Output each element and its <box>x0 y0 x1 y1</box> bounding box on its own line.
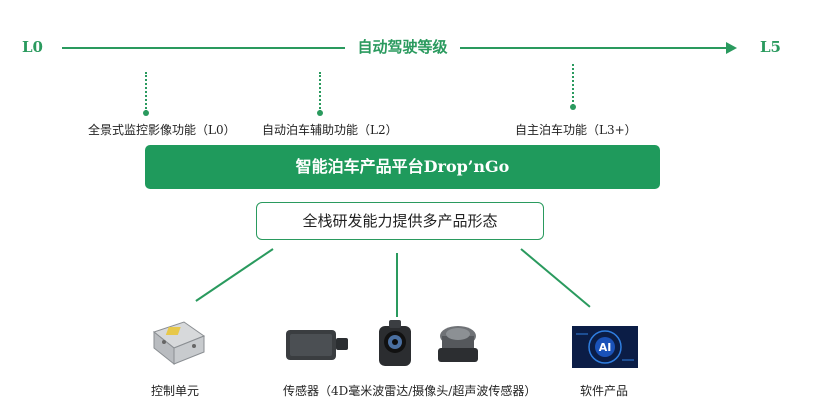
product-label-software: 软件产品 <box>580 384 629 398</box>
product-connector-right <box>520 248 591 308</box>
axis-arrow-icon <box>726 42 737 54</box>
function-label-l3: 自主泊车功能（L3+） <box>515 123 637 137</box>
function-connector-l2 <box>319 72 321 112</box>
product-label-control-unit: 控制单元 <box>151 384 200 398</box>
function-label-l0: 全景式监控影像功能（L0） <box>88 123 236 137</box>
axis-title: 自动驾驶等级 <box>345 36 460 58</box>
function-dot-l0 <box>143 110 149 116</box>
function-dot-l3 <box>570 104 576 110</box>
radar-sensor-icon <box>286 330 348 360</box>
product-label-sensors: 传感器（4D毫米波雷达/摄像头/超声波传感器） <box>283 384 537 398</box>
control-unit-icon <box>152 321 206 366</box>
function-label-l2: 自动泊车辅助功能（L2） <box>262 123 398 137</box>
capability-box: 全栈研发能力提供多产品形态 <box>256 202 544 240</box>
platform-bar: 智能泊车产品平台Drop’nGo <box>145 145 660 189</box>
product-connector-middle <box>396 253 398 317</box>
ai-software-icon: AI <box>572 326 638 368</box>
function-connector-l3 <box>572 64 574 106</box>
function-dot-l2 <box>317 110 323 116</box>
camera-icon <box>379 320 411 366</box>
product-connector-left <box>195 248 274 302</box>
svg-text:AI: AI <box>599 341 612 354</box>
function-connector-l0 <box>145 72 147 112</box>
axis-end-label: L5 <box>760 38 781 56</box>
ultrasonic-sensor-icon <box>438 326 478 362</box>
axis-start-label: L0 <box>22 38 43 56</box>
